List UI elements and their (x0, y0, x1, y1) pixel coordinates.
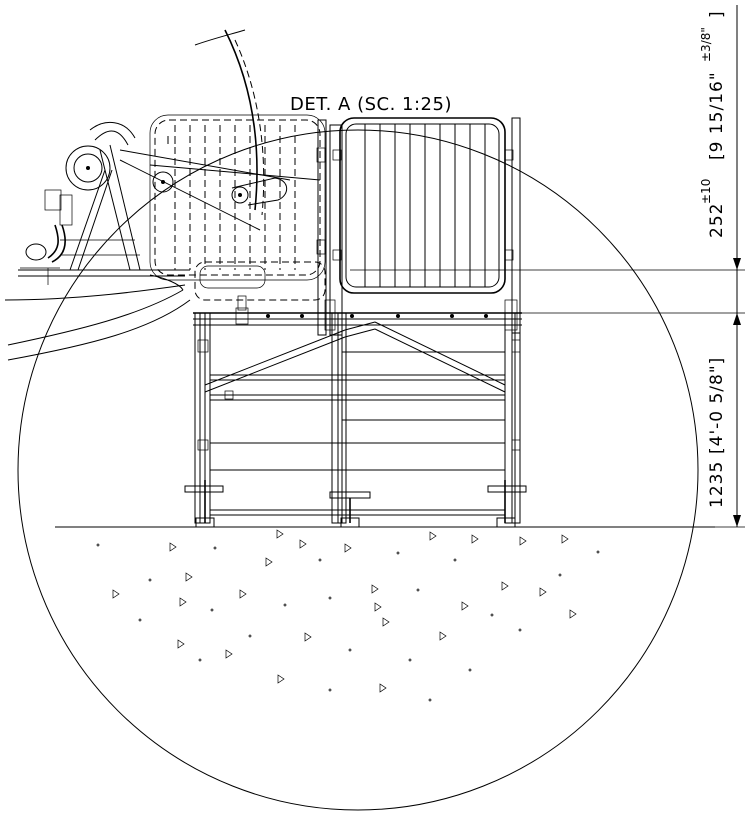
upper-dimension-imperial: [9 15/16" (707, 71, 727, 160)
detail-label: DET. A (SC. 1:25) (290, 94, 452, 115)
lower-dimension-imperial: [4'-0 5/8"] (707, 357, 727, 454)
safety-gate (316, 117, 521, 336)
upper-dimension-value: 252 (707, 203, 727, 238)
ground-hatch (96, 529, 600, 702)
upper-dimension-close: ] (707, 10, 727, 18)
upper-dimension-tolerance: ±10 (699, 179, 713, 204)
leveling-feet (184, 480, 527, 528)
platform-deck (193, 312, 522, 326)
detail-circle (17, 129, 699, 811)
left-mechanism (20, 122, 321, 291)
upper-dimension: 252 ±10 [9 15/16" ±3/8" ] (699, 10, 727, 238)
ghost-platform (149, 114, 326, 325)
lower-dimension-value: 1235 (707, 461, 727, 508)
dimension-lines (350, 5, 745, 528)
background-arcs (4, 29, 265, 361)
support-frame (194, 299, 521, 524)
upper-dimension-imperial-tolerance: ±3/8" (699, 27, 713, 62)
lower-dimension: 1235 [4'-0 5/8"] (707, 357, 727, 508)
